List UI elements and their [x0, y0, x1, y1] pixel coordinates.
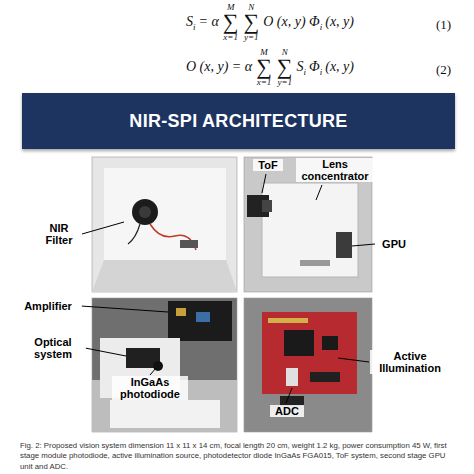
equation-row: O (x, y) = αM∑x=1N∑y=1SiΦi(x, y)	[100, 47, 440, 87]
banner-title: NIR-SPI ARCHITECTURE	[129, 111, 347, 132]
summation: M∑x=1	[256, 47, 272, 87]
sum-symbol: ∑	[256, 57, 272, 77]
sum-symbol: ∑	[223, 12, 239, 32]
equation-term: Φ	[309, 59, 320, 75]
subscript: i	[320, 67, 323, 77]
subscripted-term: Φi	[309, 59, 322, 75]
upper-limit: N	[282, 47, 288, 57]
callout-label: Active Illumination	[370, 350, 450, 374]
subscripted-term: O (x, y) Φi	[263, 14, 322, 30]
optics-photo	[92, 298, 237, 432]
upper-limit: M	[227, 2, 235, 12]
callout-label: Optical system	[20, 336, 86, 360]
equation-term: O (x, y) = α	[186, 59, 252, 75]
lower-limit: x=1	[223, 32, 238, 42]
equation-term: O (x, y) Φ	[263, 14, 320, 30]
equation-term: (x, y)	[325, 14, 354, 30]
upper-limit: M	[260, 47, 268, 57]
equation-term: S	[186, 14, 193, 30]
summation: N∑y=1	[244, 2, 260, 42]
lower-limit: y=1	[244, 32, 259, 42]
summation: M∑x=1	[223, 2, 239, 42]
equation-row: Si= αM∑x=1N∑y=1O (x, y) Φi(x, y)	[100, 2, 440, 42]
subscripted-term: Si	[186, 14, 196, 30]
callout-label: ADC	[270, 405, 304, 417]
equation-term: S	[297, 59, 304, 75]
callout-label: Lens concentrator	[296, 158, 374, 182]
subscript: i	[193, 22, 196, 32]
figure-caption: Fig. 2: Proposed vision system dimension…	[20, 441, 456, 472]
equation-number: (2)	[436, 62, 451, 78]
section-banner: NIR-SPI ARCHITECTURE	[22, 93, 455, 149]
callout-label: Amplifier	[14, 300, 82, 312]
subscript: i	[320, 22, 323, 32]
board-photo	[244, 298, 372, 432]
callout-label: ToF	[253, 159, 283, 171]
leader-lines	[81, 174, 375, 403]
lower-limit: x=1	[257, 77, 272, 87]
sum-symbol: ∑	[244, 12, 260, 32]
callout-label: InGaAs photodiode	[112, 376, 188, 400]
equation-term: (x, y)	[325, 59, 354, 75]
subscript: i	[304, 67, 307, 77]
upper-limit: N	[248, 2, 254, 12]
equation-term: = α	[199, 14, 219, 30]
lower-limit: y=1	[277, 77, 292, 87]
subscripted-term: Si	[297, 59, 307, 75]
callout-label: GPU	[377, 238, 411, 250]
sum-symbol: ∑	[277, 57, 293, 77]
equation-number: (1)	[436, 17, 451, 33]
callout-label: NIR Filter	[36, 222, 82, 246]
summation: N∑y=1	[277, 47, 293, 87]
